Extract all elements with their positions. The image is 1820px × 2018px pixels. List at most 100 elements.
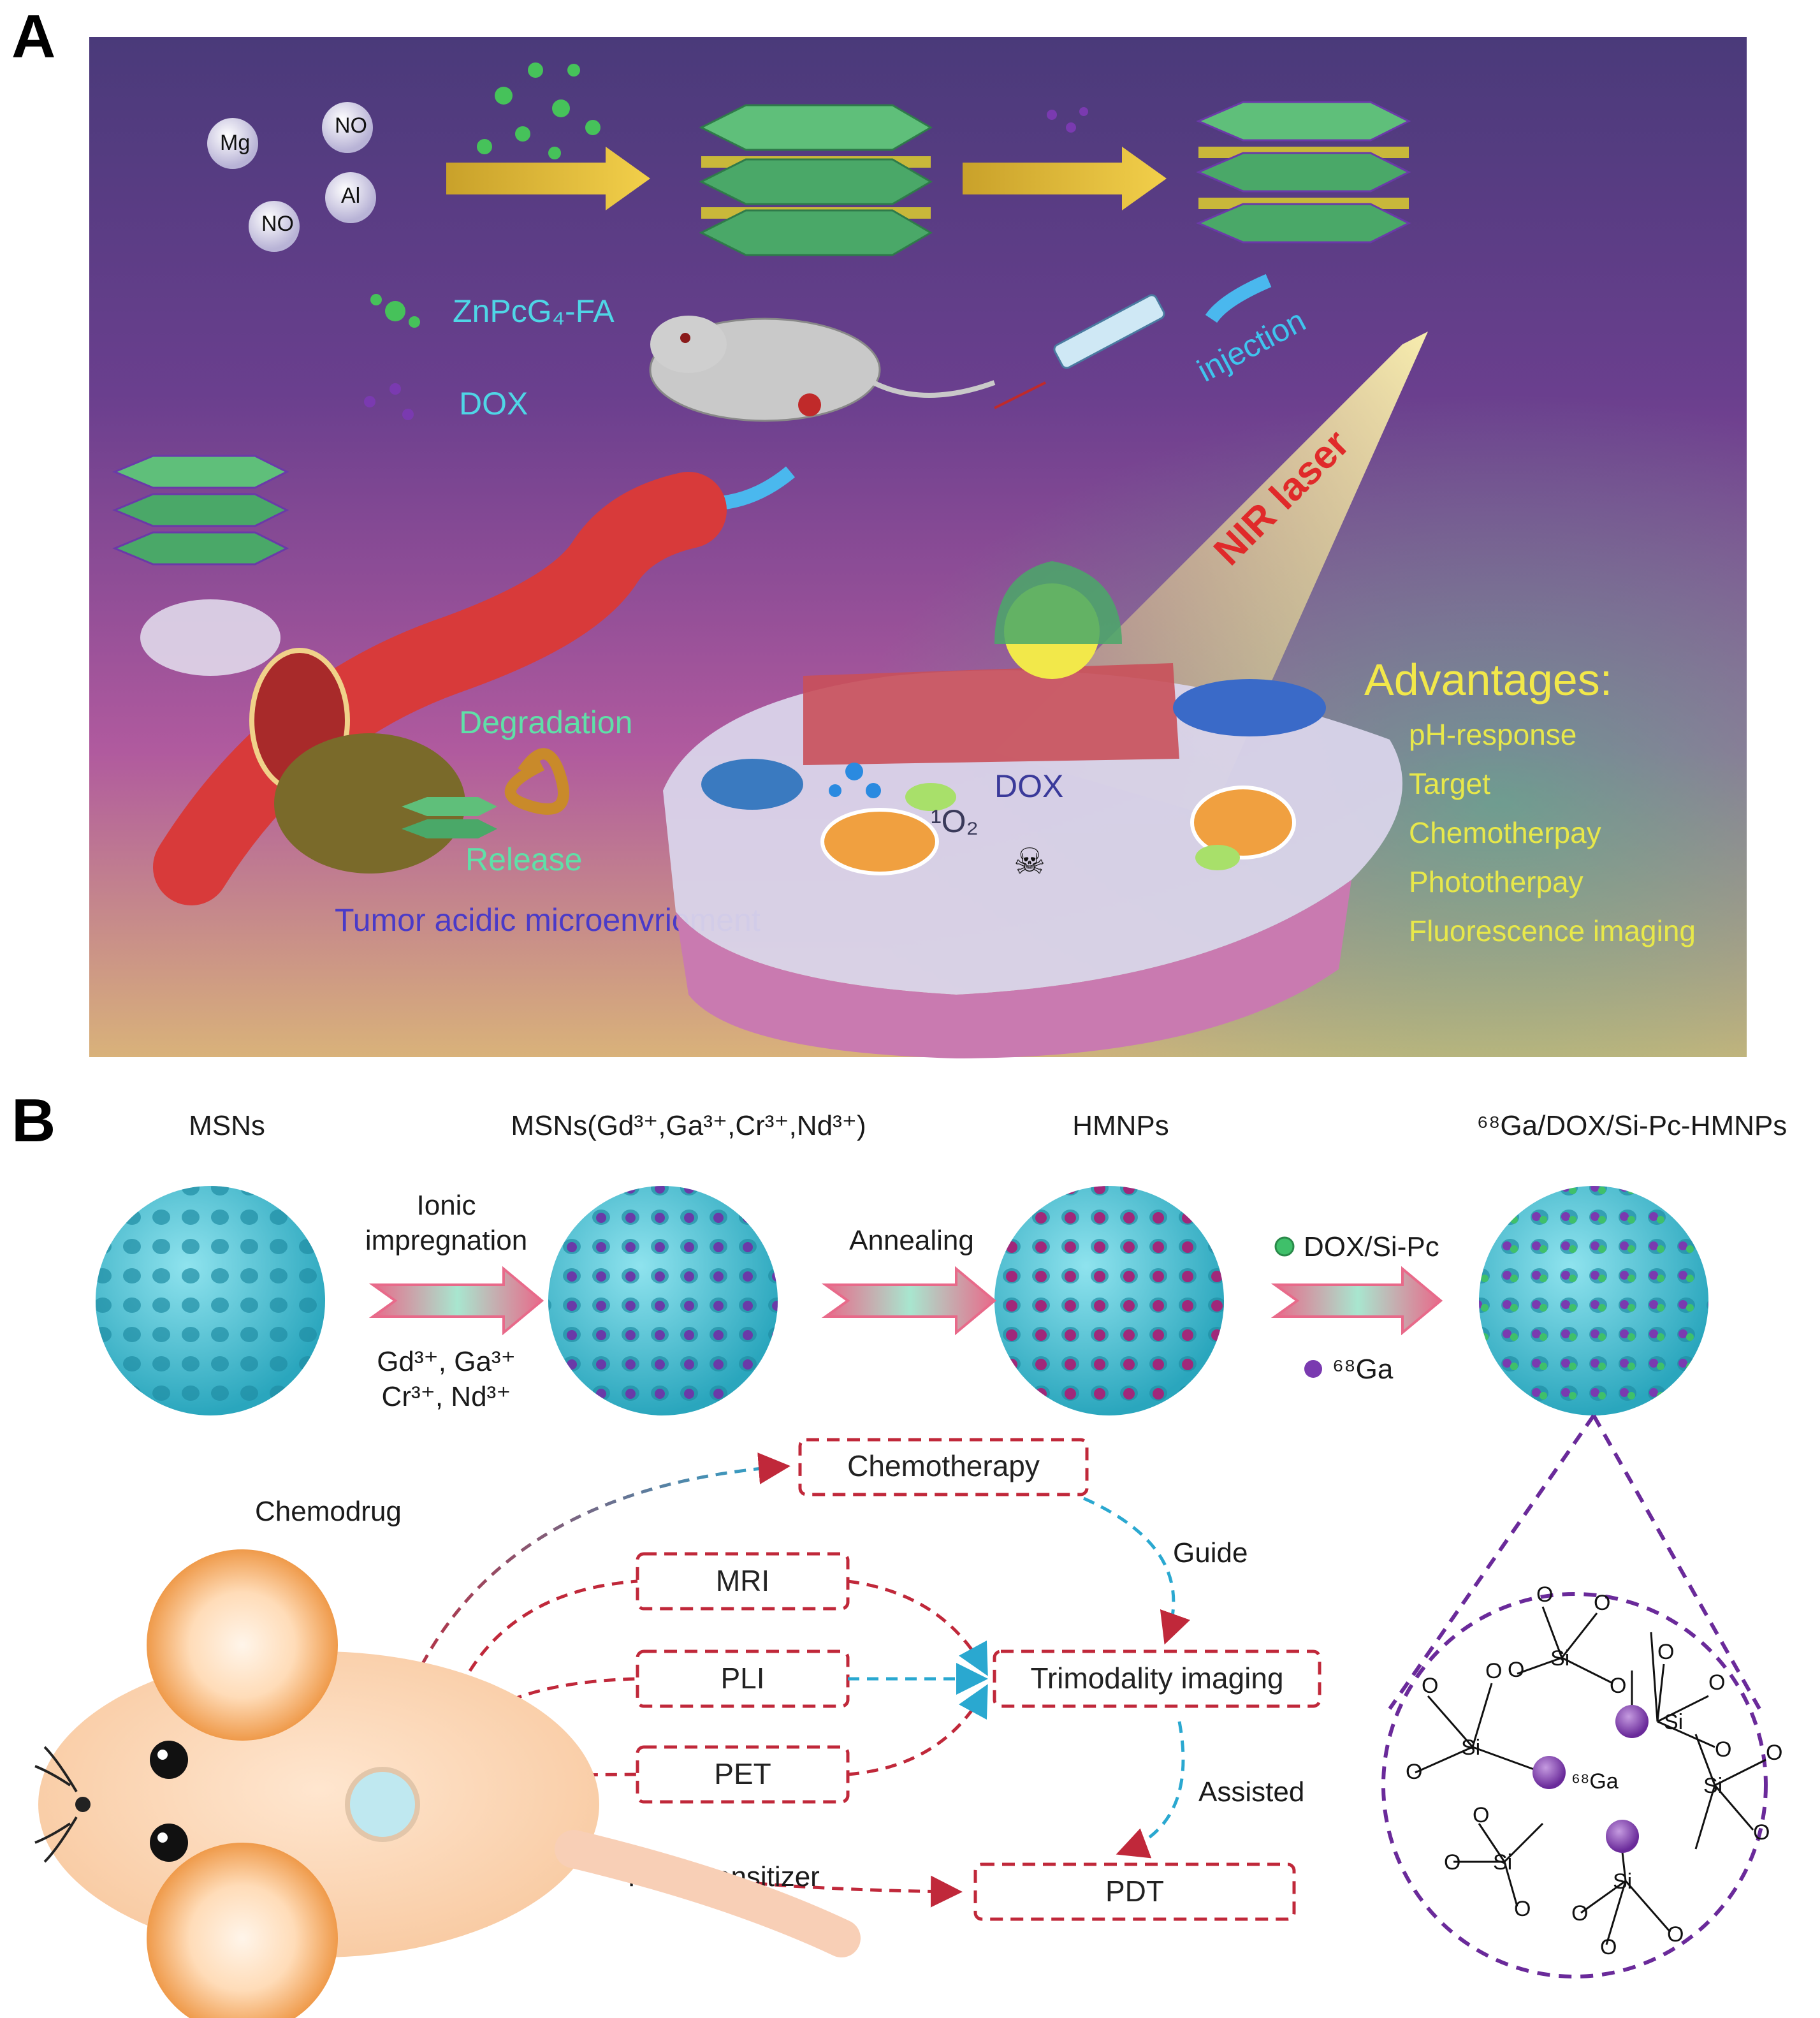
ldh-stack-loaded xyxy=(1196,101,1411,244)
ga-atom xyxy=(1532,1756,1566,1789)
title-msns-ions: MSNs(Gd³⁺,Ga³⁺,Cr³⁺,Nd³⁺) xyxy=(511,1110,866,1141)
cloud xyxy=(140,599,280,676)
box-pdt: PDT xyxy=(973,1862,1296,1921)
svg-text:Si: Si xyxy=(1664,1710,1683,1734)
svg-text:Si: Si xyxy=(1493,1850,1512,1875)
ldh-stack-left xyxy=(112,455,289,566)
advantages-title: Advantages: xyxy=(1364,655,1612,705)
zoom-circle: ⁶⁸Ga Si Si Si Si Si Si O O O O O O O O O… xyxy=(1381,1583,1782,1978)
box-pet: PET xyxy=(636,1745,850,1804)
ldh-stack-1 xyxy=(699,104,933,256)
dox-dots xyxy=(1047,107,1088,133)
legend-znpc: ZnPcG₄-FA xyxy=(370,293,615,329)
svg-text:Al: Al xyxy=(341,184,360,208)
degradation-label: Degradation xyxy=(459,705,632,740)
singlet-oxygen-label: ¹O₂ xyxy=(931,803,979,839)
mouse-a xyxy=(649,316,996,422)
svg-text:ZnPcG₄-FA: ZnPcG₄-FA xyxy=(453,293,615,329)
guide-label: Guide xyxy=(1173,1537,1248,1568)
legend-dox: DOX xyxy=(364,383,528,421)
advantage-5: Fluorescence imaging xyxy=(1409,914,1696,947)
synthesis-arrow-2 xyxy=(963,147,1167,210)
cartoon-mouse xyxy=(34,1549,861,2018)
zoom-lines xyxy=(1388,1414,1761,1710)
sphere-final xyxy=(1479,1186,1708,1415)
release-label: Release xyxy=(465,842,582,877)
svg-text:Si: Si xyxy=(1550,1646,1569,1671)
title-msns: MSNs xyxy=(189,1110,265,1141)
arrow-annealing xyxy=(821,1266,997,1336)
svg-text:Si: Si xyxy=(1461,1736,1480,1760)
svg-text:O: O xyxy=(1514,1897,1531,1921)
chemodrug-label: Chemodrug xyxy=(255,1496,402,1527)
cell-dox-label: DOX xyxy=(994,768,1063,804)
svg-text:O: O xyxy=(1422,1674,1438,1698)
sphere-hmnps xyxy=(994,1186,1224,1415)
tumor-mass xyxy=(274,733,465,874)
mouse-eye xyxy=(150,1824,188,1862)
arrow-loading xyxy=(1270,1266,1443,1336)
ga68-dot xyxy=(1304,1360,1322,1378)
svg-text:MRI: MRI xyxy=(716,1564,769,1597)
svg-text:O: O xyxy=(1708,1671,1725,1695)
arrow-ionic-impregnation xyxy=(368,1266,544,1336)
svg-text:PDT: PDT xyxy=(1105,1875,1164,1908)
ga-atom xyxy=(1606,1820,1639,1853)
svg-text:DOX: DOX xyxy=(459,386,528,421)
svg-text:Si: Si xyxy=(1613,1869,1632,1894)
arrow3-bottom: ⁶⁸Ga xyxy=(1332,1354,1394,1385)
panel-b-letter: B xyxy=(11,1086,55,1155)
svg-text:Trimodality imaging: Trimodality imaging xyxy=(1030,1662,1283,1695)
injection-arrow xyxy=(1205,274,1272,323)
box-chemotherapy: Chemotherapy xyxy=(798,1438,1089,1496)
svg-text:Si: Si xyxy=(1703,1774,1722,1798)
svg-text:O: O xyxy=(1766,1741,1782,1765)
svg-text:O: O xyxy=(1610,1674,1626,1698)
cell: DOX ¹O₂ ☠ xyxy=(663,561,1402,1058)
title-hmnps: HMNPs xyxy=(1072,1110,1169,1141)
synthesis-arrow-1 xyxy=(446,147,650,210)
svg-text:O: O xyxy=(1667,1922,1684,1947)
arrow1-bottom-line2: Cr³⁺, Nd³⁺ xyxy=(382,1381,511,1412)
arrow3-top: DOX/Si-Pc xyxy=(1304,1231,1439,1262)
svg-text:O: O xyxy=(1715,1737,1731,1762)
ion-bubbles: Mg NO Al NO xyxy=(207,102,376,252)
advantage-1: pH-response xyxy=(1409,718,1576,751)
box-mri: MRI xyxy=(636,1552,850,1611)
arrow2-top: Annealing xyxy=(849,1225,974,1256)
mouse-tumor xyxy=(345,1767,420,1842)
svg-text:O: O xyxy=(1508,1658,1524,1682)
knot-icon xyxy=(504,748,569,815)
svg-text:PLI: PLI xyxy=(720,1662,764,1695)
title-final: ⁶⁸Ga/DOX/Si-Pc-HMNPs xyxy=(1477,1110,1787,1141)
svg-text:PET: PET xyxy=(714,1757,771,1790)
advantage-4: Phototherpay xyxy=(1409,865,1583,898)
sphere-msns-ions xyxy=(548,1186,778,1415)
svg-text:O: O xyxy=(1753,1820,1770,1845)
svg-text:O: O xyxy=(1657,1640,1674,1664)
svg-text:NO: NO xyxy=(335,113,367,138)
syringe xyxy=(1053,294,1165,369)
advantage-3: Chemotherpay xyxy=(1409,816,1601,849)
svg-text:O: O xyxy=(1473,1803,1489,1827)
svg-text:NO: NO xyxy=(261,212,294,236)
assisted-label: Assisted xyxy=(1198,1776,1304,1808)
svg-text:O: O xyxy=(1406,1760,1422,1784)
svg-text:O: O xyxy=(1536,1583,1553,1607)
svg-text:O: O xyxy=(1485,1659,1502,1683)
dox-sipc-dot xyxy=(1274,1236,1295,1257)
svg-text:O: O xyxy=(1594,1591,1610,1615)
arrow1-bottom-line1: Gd³⁺, Ga³⁺ xyxy=(377,1346,516,1377)
mouse-nose xyxy=(75,1797,91,1812)
svg-text:O: O xyxy=(1571,1901,1588,1926)
ga-atom xyxy=(1615,1705,1649,1738)
box-trimodality: Trimodality imaging xyxy=(993,1649,1321,1708)
box-pli: PLI xyxy=(636,1649,850,1708)
svg-text:⁶⁸Ga: ⁶⁸Ga xyxy=(1571,1769,1619,1794)
small-ldh-stack xyxy=(402,797,497,838)
sphere-msns xyxy=(96,1186,325,1415)
advantage-2: Target xyxy=(1409,767,1490,800)
mouse-eye xyxy=(150,1741,188,1779)
znpc-molecules-cluster xyxy=(477,62,601,159)
